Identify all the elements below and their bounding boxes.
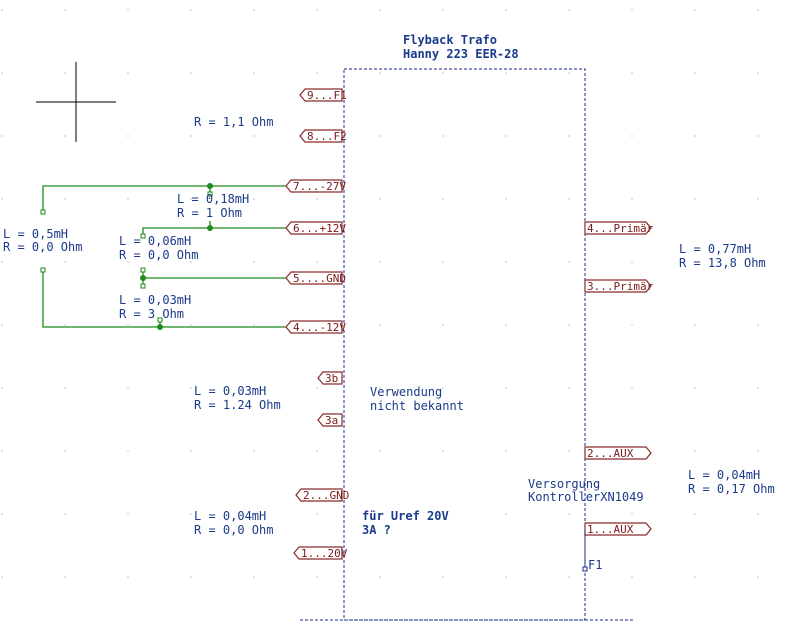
annotation-winding-7-6-r: R = 1 Ohm	[177, 206, 242, 220]
annotation-aux-r: R = 0,17 Ohm	[688, 482, 775, 496]
wire-pin7-outer	[42, 185, 287, 212]
left-pin-flag: 1...20V	[293, 546, 348, 560]
pin-flag-shape	[317, 371, 343, 385]
title-line-1: Flyback Trafo	[403, 33, 497, 47]
right-pin-labels: 4...Primär 3...Primär 2...AUX 1...AUX	[584, 221, 654, 536]
note-uref-1: für Uref 20V	[362, 509, 449, 523]
note-uref-2: 3A ?	[362, 523, 391, 537]
pin-flag-shape	[584, 279, 652, 293]
pin-flag-shape	[299, 88, 343, 102]
net-label-f1: F1	[588, 558, 602, 572]
wire-pin6	[142, 227, 287, 236]
crosshair-cursor-icon	[36, 62, 116, 142]
pin-label: 2...AUX	[587, 447, 634, 460]
pin-label: 3...Primär	[587, 280, 654, 293]
annotations: R = 1,1 Ohm L = 0,18mH R = 1 Ohm L = 0,5…	[3, 115, 775, 572]
pin-label: 3b	[325, 372, 338, 385]
junction-dot	[157, 324, 163, 330]
pin-label: 1...AUX	[587, 523, 634, 536]
right-pin-flag: 2...AUX	[584, 446, 652, 460]
pin-flag-shape	[299, 129, 343, 143]
pin-label: 1...20V	[301, 547, 348, 560]
pin-label: 9...F1	[307, 89, 347, 102]
pin-flag-shape	[584, 221, 652, 235]
annotation-pin8-resistance: R = 1,1 Ohm	[194, 115, 273, 129]
wire-pin4-outer	[42, 270, 287, 328]
annotation-winding-6-5-l: L = 0,06mH	[119, 234, 191, 248]
net-f1-terminal	[582, 566, 588, 572]
junction-dot	[207, 183, 213, 189]
transformer-symbol-box	[343, 68, 586, 621]
pin-label: 7...-27V	[293, 180, 346, 193]
pin-flag-shape	[317, 413, 343, 427]
annotation-winding-3-r: R = 1.24 Ohm	[194, 398, 281, 412]
annotation-aux-l: L = 0,04mH	[688, 468, 760, 482]
pin-flag-shape	[293, 546, 343, 560]
terminal-square	[140, 283, 146, 289]
left-pin-flag: 6...+12V	[285, 221, 346, 235]
pin-flag-shape	[285, 179, 343, 193]
right-pin-flag: 3...Primär	[584, 279, 654, 293]
annotation-winding-5-4-l: L = 0,03mH	[119, 293, 191, 307]
pin-flag-shape	[584, 446, 652, 460]
terminal-square	[40, 209, 46, 215]
annotation-winding-2-1-l: L = 0,04mH	[194, 509, 266, 523]
terminal-square	[157, 317, 163, 323]
annotation-winding-6-5-r: R = 0,0 Ohm	[119, 248, 198, 262]
left-pin-flag: 5....GND	[285, 271, 346, 285]
annotation-usage-unknown-1: Verwendung	[370, 385, 442, 399]
terminal-square	[140, 267, 146, 273]
right-pin-flag: 4...Primär	[584, 221, 654, 235]
junction-dot	[207, 225, 213, 231]
left-pin-flag: 3a	[317, 413, 343, 427]
annotation-primary-l: L = 0,77mH	[679, 242, 751, 256]
terminal-square	[140, 233, 146, 239]
junction-dot	[140, 275, 146, 281]
terminals	[40, 191, 213, 323]
pin-label: 8...F2	[307, 130, 347, 143]
pin-label: 5....GND	[293, 272, 346, 285]
terminal-square	[40, 267, 46, 273]
annotation-usage-unknown-2: nicht bekannt	[370, 399, 464, 413]
junctions	[140, 183, 213, 330]
pin-label: 3a	[325, 414, 338, 427]
left-pin-flag: 9...F1	[299, 88, 347, 102]
terminal-square	[207, 191, 213, 197]
left-pin-flag: 4...-12V	[285, 320, 346, 334]
annotation-winding-3-l: L = 0,03mH	[194, 384, 266, 398]
annotation-winding-7-6-l: L = 0,18mH	[177, 192, 249, 206]
pin-flag-shape	[285, 320, 343, 334]
annotation-supply-2: KontrollerXN1049	[528, 490, 644, 504]
pin-label: 4...Primär	[587, 222, 654, 235]
left-pin-flag: 7...-27V	[285, 179, 346, 193]
pin-flag-shape	[295, 488, 343, 502]
annotation-winding-5-4-r: R = 3 Ohm	[119, 307, 184, 321]
annotation-supply-1: Versorgung	[528, 477, 600, 491]
annotation-winding-2-1-r: R = 0,0 Ohm	[194, 523, 273, 537]
left-pin-flag: 8...F2	[299, 129, 347, 143]
pin-label: 6...+12V	[293, 222, 346, 235]
annotation-outer-winding-l: L = 0,5mH	[3, 227, 68, 241]
left-pin-flag: 2...GND	[295, 488, 349, 502]
annotation-primary-r: R = 13,8 Ohm	[679, 256, 766, 270]
pin-label: 4...-12V	[293, 321, 346, 334]
pin-flag-shape	[285, 221, 343, 235]
annotation-outer-winding-r: R = 0,0 Ohm	[3, 240, 82, 254]
pin-label: 2...GND	[303, 489, 349, 502]
title-line-2: Hanny 223 EER-28	[403, 47, 519, 61]
right-pin-flag: 1...AUX	[584, 522, 652, 536]
left-pin-flag: 3b	[317, 371, 343, 385]
pin-flag-shape	[285, 271, 343, 285]
left-pin-labels: 9...F1 8...F2 7...-27V 6...+12V 5....GND 4...…	[285, 88, 349, 560]
